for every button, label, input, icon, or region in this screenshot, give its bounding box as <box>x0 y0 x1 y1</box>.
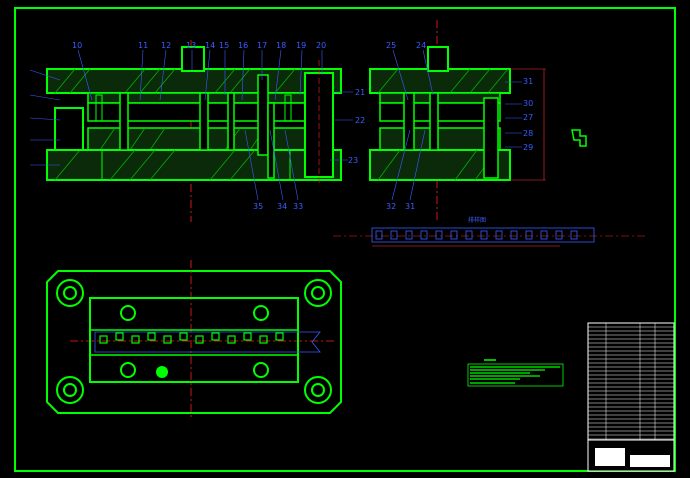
strip-cutout <box>495 230 503 240</box>
strip-cutout <box>540 230 548 240</box>
front-label: 35 <box>253 202 263 211</box>
strip-cutout <box>555 230 563 240</box>
strip-cutout <box>435 230 443 240</box>
strip-cutout <box>480 230 488 240</box>
guide-bush <box>56 376 84 404</box>
punch-opening <box>195 335 204 344</box>
front-label: 16 <box>238 41 248 50</box>
front-label: 19 <box>296 41 306 50</box>
front-label: 34 <box>277 202 287 211</box>
punch-opening <box>99 335 108 344</box>
punch-opening <box>179 332 188 341</box>
strip-cutout <box>510 230 518 240</box>
guide-bush <box>56 279 84 307</box>
punch-opening <box>131 335 140 344</box>
side-section-view: 25 24 31 30 27 28 29 32 31 <box>369 20 546 222</box>
front-label: 21 <box>355 88 365 97</box>
front-label: 18 <box>276 41 286 50</box>
upper-die-plate <box>46 68 342 94</box>
side-label: 30 <box>523 99 533 108</box>
side-label: 29 <box>523 143 533 152</box>
punch-opening <box>115 332 124 341</box>
die-block-outline <box>89 297 299 383</box>
side-label: 31 <box>405 202 415 211</box>
strip-cutout <box>375 230 383 240</box>
plan-view <box>46 260 342 420</box>
guide-post-left <box>54 107 84 151</box>
front-label: 33 <box>293 202 303 211</box>
punch-opening <box>259 335 268 344</box>
strip-cutout <box>405 230 413 240</box>
title-block <box>587 322 675 472</box>
front-label: 12 <box>161 41 171 50</box>
front-section-view: 10 11 12 13 14 15 16 17 18 19 20 35 34 3… <box>29 40 365 222</box>
punch-opening <box>275 332 284 341</box>
front-label: 23 <box>348 156 358 165</box>
strip-cutout <box>525 230 533 240</box>
lower-die-plate <box>46 149 342 181</box>
front-label: 13 <box>186 41 196 50</box>
side-label: 28 <box>523 129 533 138</box>
side-upper-plate <box>369 68 511 94</box>
punch-opening <box>163 335 172 344</box>
punch-opening <box>211 332 220 341</box>
strip-layout-title: 排样图 <box>468 216 486 224</box>
side-label: 27 <box>523 113 533 122</box>
side-shank <box>427 46 449 72</box>
strip-cutout <box>570 230 578 240</box>
punch-opening <box>147 332 156 341</box>
front-label: 10 <box>72 41 82 50</box>
front-label: 22 <box>355 116 365 125</box>
part-detail-icon <box>571 129 587 147</box>
front-label: 17 <box>257 41 267 50</box>
strip-cutout <box>420 230 428 240</box>
side-label: 31 <box>523 77 533 86</box>
side-label: 24 <box>416 41 426 50</box>
front-label: 14 <box>205 41 215 50</box>
die-shank <box>181 46 205 72</box>
punch-opening <box>243 332 252 341</box>
front-label: 15 <box>219 41 229 50</box>
front-label: 20 <box>316 41 326 50</box>
front-label: 11 <box>138 41 148 50</box>
strip-cutout <box>390 230 398 240</box>
strip-cutout <box>450 230 458 240</box>
side-label: 25 <box>386 41 396 50</box>
technical-notes <box>467 359 564 387</box>
strip-cutout <box>465 230 473 240</box>
drawing-frame <box>14 7 676 472</box>
strip-layout: 排样图 <box>333 216 645 247</box>
guide-bush <box>304 279 332 307</box>
guide-bush <box>304 376 332 404</box>
punch-opening <box>227 335 236 344</box>
side-label: 32 <box>386 202 396 211</box>
